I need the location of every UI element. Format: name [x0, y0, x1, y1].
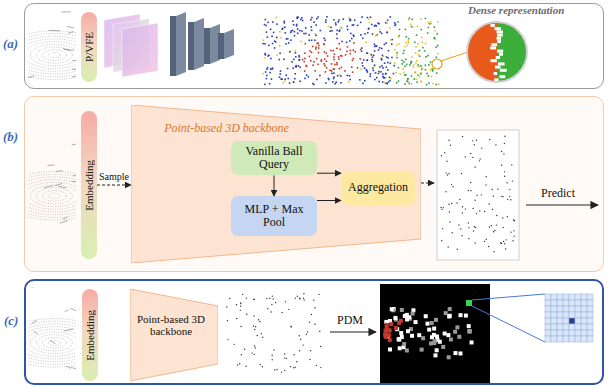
node-label: Point-based 3D backbone	[139, 121, 314, 136]
point-scatter	[226, 293, 321, 373]
panel-tag: (c)	[4, 313, 24, 329]
connector-arrow	[317, 173, 341, 174]
grid-cells	[545, 294, 593, 342]
edge-label: Sample	[98, 171, 130, 182]
feature-maps	[104, 14, 158, 77]
node-label: P/VFE	[83, 32, 95, 62]
panel-tag: (a)	[3, 36, 23, 52]
panel-box: (b)EmbeddingPoint-based 3D backboneVanil…	[24, 96, 604, 272]
process-box: Aggregation	[341, 171, 415, 205]
point-image	[437, 130, 519, 260]
step-label: PDM	[337, 313, 363, 328]
point-scatter	[440, 136, 515, 253]
heatmap	[380, 284, 490, 383]
predict-arrow	[526, 204, 598, 205]
backbone-trapezoid: Point-based 3D backbone	[130, 289, 218, 381]
backbone-trapezoid: Point-based 3D backboneVanilla Ball Quer…	[131, 105, 421, 263]
node-label: MLP + Max Pool	[235, 203, 313, 229]
node-label: Embedding	[84, 310, 96, 361]
pdm-arrow	[330, 331, 376, 332]
node-label: Embedding	[83, 160, 95, 211]
node-label: Aggregation	[345, 181, 411, 194]
node-label: Point-based 3D backbone	[136, 313, 206, 337]
process-box: Vanilla Ball Query	[231, 141, 317, 175]
encoder-pill: P/VFE	[81, 12, 97, 82]
embedding-pill: Embedding	[81, 111, 97, 259]
connector-arrow	[97, 185, 131, 186]
node-label: Vanilla Ball Query	[235, 145, 313, 171]
dashed-arrow	[421, 183, 434, 184]
dense-scene	[262, 16, 527, 85]
lidar-scan	[28, 12, 76, 80]
figure-title: Dense representation	[468, 4, 564, 16]
process-box: MLP + Max Pool	[231, 196, 317, 236]
panel-ground	[24, 96, 604, 272]
connector-arrow	[274, 175, 275, 196]
panel-tag: (b)	[3, 129, 23, 145]
lidar-scan	[28, 144, 76, 223]
panel-box: (c)EmbeddingPoint-based 3D backbone	[24, 279, 604, 385]
step-label: Predict	[541, 186, 575, 201]
connector-arrow	[317, 200, 341, 201]
embedding-pill: Embedding	[82, 289, 98, 381]
cnn-blocks	[170, 12, 234, 76]
lidar-scan	[28, 287, 76, 370]
